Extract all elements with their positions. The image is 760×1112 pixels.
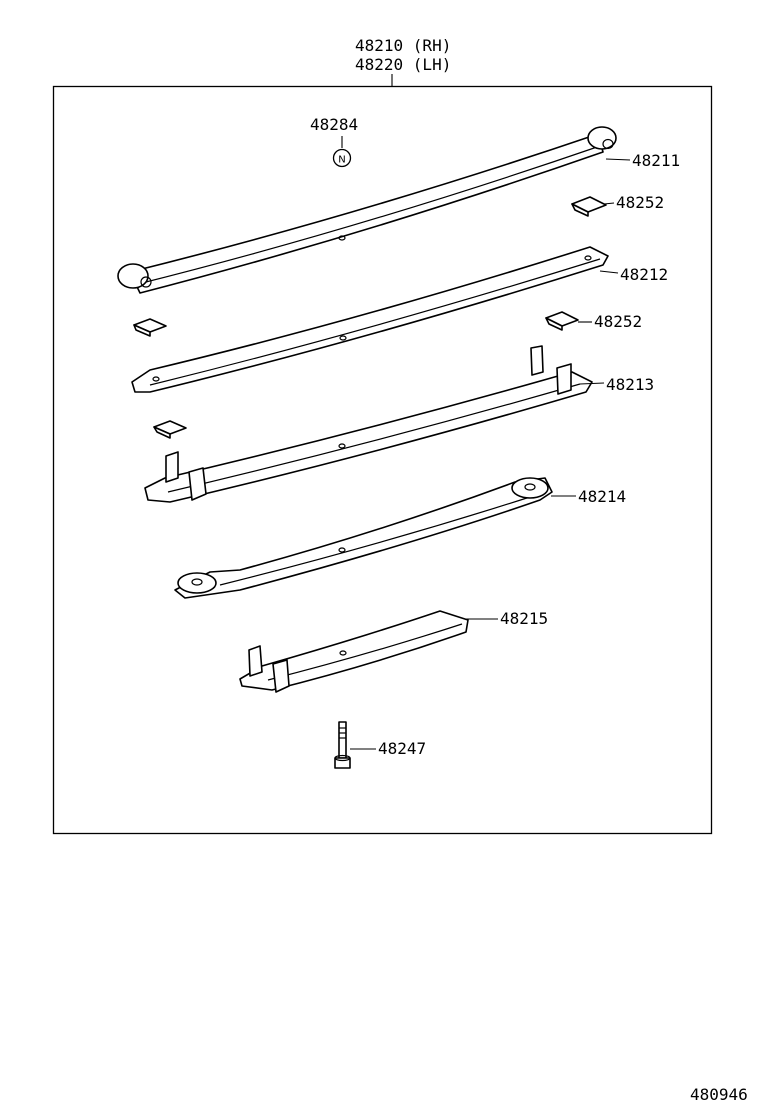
figure-number: 480946 (690, 1085, 748, 1104)
spring-nut-symbol: N (332, 148, 352, 168)
leaf-eye-right (587, 126, 617, 150)
insert-pad-upper (571, 196, 607, 217)
leaf-1-leader (605, 158, 631, 161)
leaf-3-clip-right-upright (530, 345, 544, 376)
assembly-part-number-rh: 48210 (RH) (355, 36, 451, 55)
insert-pad-left-1 (133, 318, 167, 337)
leaf-2-leader (599, 270, 619, 274)
leaf-spring-leaf-4 (174, 477, 553, 599)
leaf-3-clip-left (188, 467, 207, 501)
leaf-spring-leaf-5 (239, 610, 469, 693)
center-bolt (334, 721, 351, 769)
insert-upper-leader (603, 202, 615, 205)
leaf-4-bushing-left (177, 572, 217, 594)
insert-lower-label: 48252 (594, 312, 642, 331)
leaf-3-clip-left-upright (165, 451, 179, 483)
leaf-5-clip-upright (248, 645, 263, 677)
leaf-3-clip-right (556, 363, 572, 395)
leaf-3-label: 48213 (606, 375, 654, 394)
assembly-frame (52, 85, 713, 835)
leaf-eye-left (117, 263, 149, 289)
leaf-4-bushing-right (511, 477, 549, 499)
insert-pad-lower (545, 311, 579, 331)
leaf-5-clip (272, 659, 290, 693)
leaf-4-label: 48214 (578, 487, 626, 506)
leaf-spring-leaf-3 (144, 345, 593, 503)
nut-symbol-letter: N (338, 155, 345, 166)
assembly-part-number-lh: 48220 (LH) (355, 55, 451, 74)
leaf-5-label: 48215 (500, 609, 548, 628)
insert-upper-label: 48252 (616, 193, 664, 212)
leaf-2-label: 48212 (620, 265, 668, 284)
spring-nut-label: 48284 (310, 115, 358, 134)
leaf-1-label: 48211 (632, 151, 680, 170)
center-bolt-label: 48247 (378, 739, 426, 758)
insert-pad-left-2 (153, 420, 187, 439)
leaf-spring-main-leaf (117, 126, 617, 294)
leaf-3-leader (579, 382, 605, 385)
leaf-spring-leaf-2 (131, 246, 609, 393)
